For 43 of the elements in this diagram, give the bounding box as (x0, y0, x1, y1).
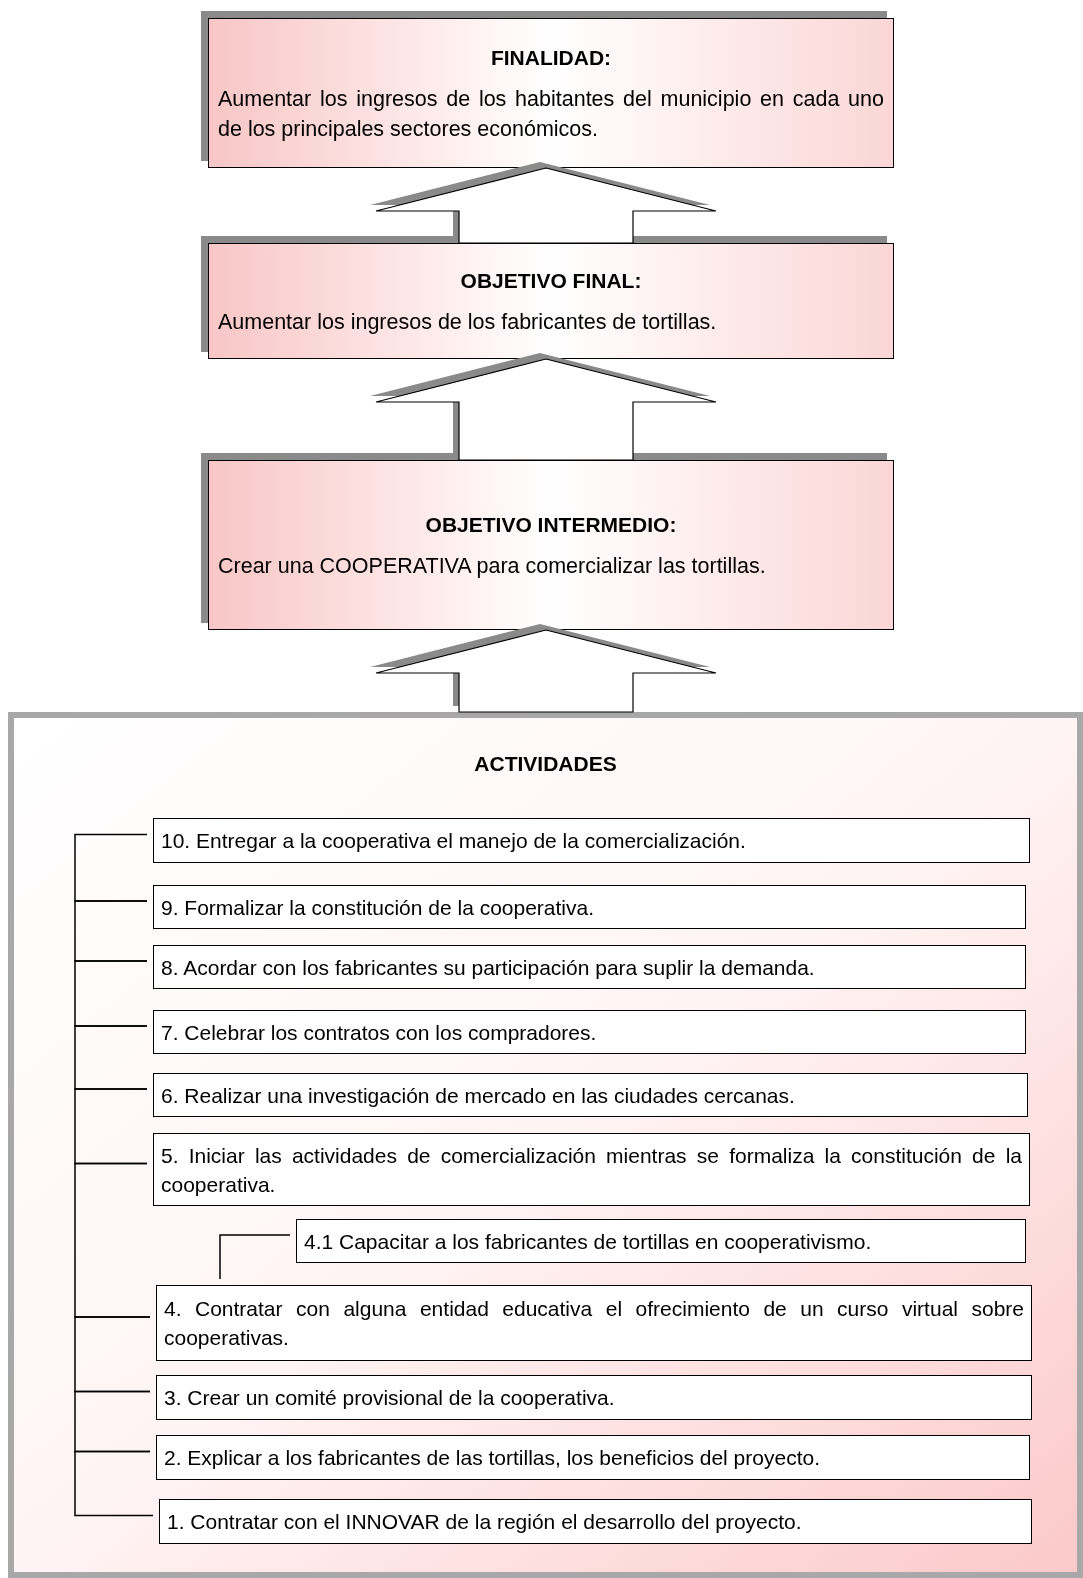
activity-box (153, 1133, 1030, 1206)
panel-heading: ACTIVIDADES (473, 751, 618, 777)
block-arrow (370, 624, 717, 713)
bracket-line (219, 1234, 291, 1280)
activity-box (153, 885, 1026, 929)
activity-text: 4.1 Capacitar a los fabricantes de tortillas en cooperativismo. (304, 1228, 873, 1255)
activity-box (156, 1435, 1030, 1480)
activities-panel (8, 712, 1083, 1578)
activity-box (153, 945, 1026, 989)
bracket-line (74, 1450, 154, 1517)
activity-box (156, 1375, 1032, 1420)
activity-text: 9. Formalizar la constitución de la cooperativa. (161, 894, 596, 921)
bracket-line (74, 1390, 151, 1453)
activity-box (156, 1285, 1032, 1361)
box-heading: OBJETIVO FINAL: (459, 268, 643, 295)
activity-box (159, 1499, 1032, 1544)
bracket-line (74, 1162, 151, 1318)
block-arrow (370, 353, 717, 461)
bracket-line (74, 1088, 148, 1165)
activity-box (153, 1073, 1028, 1117)
box-heading: FINALIDAD: (489, 45, 613, 72)
bracket-line (74, 833, 148, 902)
bracket-line (74, 1025, 148, 1090)
activity-text: 5. Iniciar las actividades de comercialización mientras se formaliza la constitución de la cooperativa. (161, 1142, 1022, 1198)
activity-text: 3. Crear un comité provisional de la cooperativa. (164, 1385, 616, 1411)
activity-text: 4. Contratar con alguna entidad educativa el ofrecimiento de un curso virtual sobre cooperativas. (164, 1296, 1024, 1351)
activity-box (153, 818, 1030, 863)
box-description: Aumentar los ingresos de los fabricantes de tortillas. (218, 308, 718, 336)
activity-text: 6. Realizar una investigación de mercado en las ciudades cercanas. (161, 1082, 796, 1109)
box-description: Aumentar los ingresos de los habitantes del municipio en cada uno de los principales sectores económicos. (218, 85, 884, 143)
block-arrow (370, 162, 717, 244)
bracket-line (74, 960, 148, 1027)
activity-text: 2. Explicar a los fabricantes de las tortillas, los beneficios del proyecto. (164, 1445, 821, 1471)
activity-text: 7. Celebrar los contratos con los compradores. (161, 1019, 598, 1046)
activity-box (296, 1219, 1026, 1263)
activity-text: 10. Entregar a la cooperativa el manejo de la comercialización. (161, 828, 747, 854)
bracket-line (74, 900, 148, 962)
bracket-line (74, 1316, 151, 1393)
box-heading: OBJETIVO INTERMEDIO: (424, 512, 678, 539)
activity-text: 1. Contratar con el INNOVAR de la región el desarrollo del proyecto. (167, 1509, 803, 1535)
activity-box (153, 1010, 1026, 1054)
activity-text: 8. Acordar con los fabricantes su participación para suplir la demanda. (161, 954, 816, 981)
box-description: Crear una COOPERATIVA para comercializar las tortillas. (218, 552, 767, 580)
